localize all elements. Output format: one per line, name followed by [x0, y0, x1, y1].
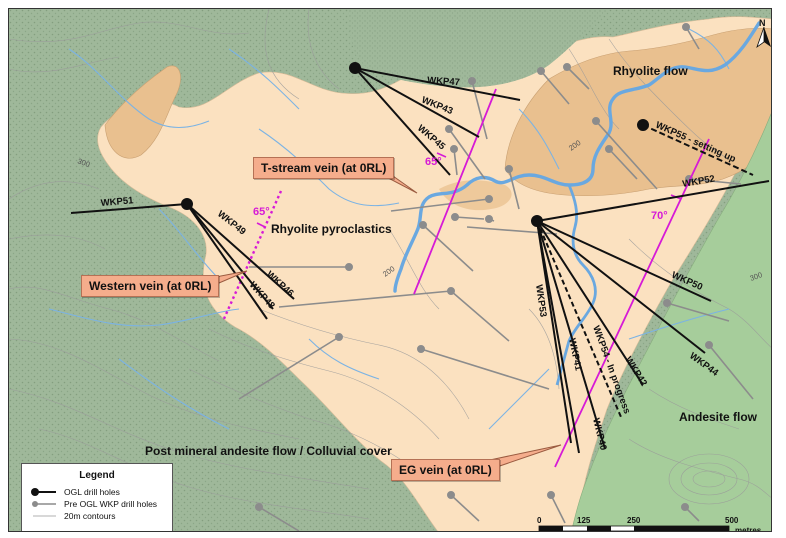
- label-rhyolite-pyroclastics: Rhyolite pyroclastics: [271, 222, 392, 236]
- north-letter: N: [759, 18, 766, 28]
- dip-label-t-stream: 65°: [425, 156, 442, 168]
- legend-ogl-label: OGL drill holes: [64, 487, 120, 497]
- scale-tick-0: 0: [537, 516, 542, 525]
- ogl-collar-west: [181, 198, 193, 210]
- dip-label-western: 65°: [253, 206, 270, 218]
- river-south-branch: [555, 184, 597, 386]
- eg-vein-line: [554, 138, 710, 468]
- legend-title: Legend: [79, 470, 115, 481]
- contour-lines: [9, 9, 771, 520]
- legend: Legend OGL drill holes Pre OGL WKP drill…: [21, 463, 173, 531]
- scale-unit: metres: [735, 526, 762, 532]
- north-andesite-texture: [348, 9, 609, 88]
- ogl-collar-northeast: [637, 119, 649, 131]
- contour-label: 300: [76, 156, 91, 169]
- scale-tick-125: 125: [577, 516, 591, 525]
- pre-ogl-drill-holes: [238, 23, 754, 531]
- contour-line-icon: [30, 510, 58, 522]
- label-post-mineral-cover: Post mineral andesite flow / Colluvial c…: [145, 444, 392, 458]
- t-stream-vein-line: [413, 88, 497, 295]
- ogl-hole-icon: [30, 486, 58, 498]
- legend-contours-label: 20m contours: [64, 511, 116, 521]
- ogl-collar-central: [531, 215, 543, 227]
- streams: [48, 28, 730, 430]
- legend-row-ogl: OGL drill holes: [30, 486, 172, 498]
- callout-t-stream-vein: T-stream vein (at 0RL): [253, 157, 395, 179]
- veins: [221, 88, 710, 468]
- label-rhyolite-flow: Rhyolite flow: [613, 64, 688, 78]
- label-wkp53: WKP53: [533, 284, 548, 318]
- geology-map: 300 200 200 300 Rhyolite flow Rhyolite p…: [9, 9, 771, 531]
- callout-eg-vein: EG vein (at 0RL): [391, 459, 500, 481]
- north-arrow: N: [754, 17, 771, 56]
- legend-row-contours: 20m contours: [30, 510, 172, 522]
- legend-pre-ogl-label: Pre OGL WKP drill holes: [64, 499, 158, 509]
- dip-label-eg: 70°: [651, 210, 668, 222]
- pre-ogl-hole-icon: [30, 498, 58, 510]
- legend-row-pre-ogl: Pre OGL WKP drill holes: [30, 498, 172, 510]
- scale-tick-250: 250: [627, 516, 641, 525]
- ogl-collar-north: [349, 62, 361, 74]
- label-wkp51: WKP51: [100, 195, 134, 209]
- ogl-drill-holes: [70, 62, 770, 454]
- label-andesite-flow: Andesite flow: [679, 410, 758, 424]
- label-wkp47: WKP47: [427, 75, 460, 88]
- rhyolite-flow-area-west: [104, 65, 181, 159]
- contour-label: 300: [749, 270, 764, 283]
- western-vein-line: [221, 190, 283, 322]
- scale-bar: 0 125 250 500 metres: [529, 514, 771, 532]
- scale-tick-500: 500: [725, 516, 739, 525]
- map-frame: 300 200 200 300 Rhyolite flow Rhyolite p…: [8, 8, 772, 532]
- callout-western-vein: Western vein (at 0RL): [81, 275, 220, 297]
